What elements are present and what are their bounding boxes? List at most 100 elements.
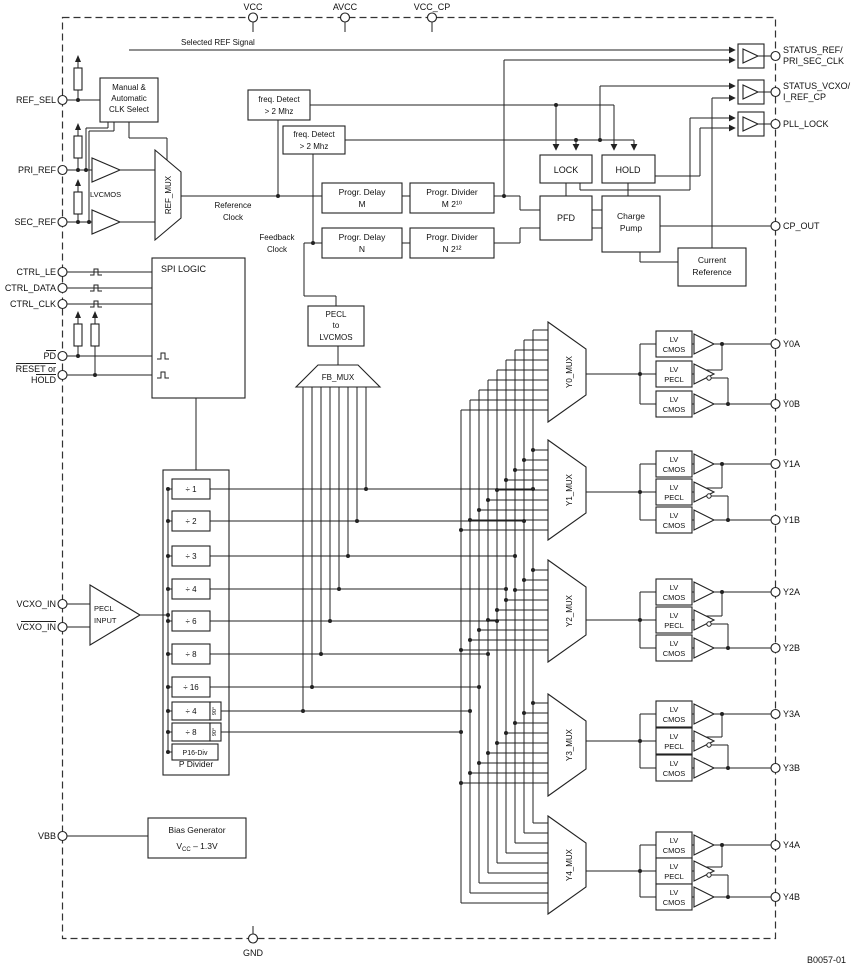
buffer-label: LV [670, 583, 679, 592]
lvcmos-input-buffer [91, 157, 122, 183]
pin-ctrl-clk: CTRL_CLK [10, 298, 68, 310]
junction-dot [166, 750, 170, 754]
junction-dot [726, 518, 730, 522]
buffer-triangle-icon [693, 834, 716, 856]
pin-label: CTRL_DATA [5, 283, 56, 293]
pin-vcxo-in: VCXO_IN [16, 621, 68, 633]
lock-box [539, 154, 593, 184]
pin-label: SEC_REF [14, 217, 56, 227]
ymux-label: Y0_MUX [565, 355, 574, 388]
pin-circle [770, 708, 781, 720]
up-arrow [75, 123, 81, 130]
junction-dot [638, 490, 642, 494]
pecl-to-lvcmos-line3: LVCMOS [319, 333, 352, 342]
junction-dot [513, 554, 517, 558]
buffer-label: LV [670, 395, 679, 404]
pin-label: Y2A [783, 587, 800, 597]
pin-label: Y2B [783, 643, 800, 653]
spi-logic-box [151, 257, 246, 399]
buffer-label: CMOS [663, 593, 686, 602]
buffer-triangle-icon [742, 116, 760, 132]
junction-dot [319, 652, 323, 656]
buffer-triangle-icon [693, 703, 716, 725]
pecl-input-line1: PECL [94, 604, 114, 613]
ref-mux: REF_MUX [154, 148, 182, 242]
junction-dot [720, 342, 724, 346]
pecl-input-shape [89, 584, 142, 646]
pin-label: GND [243, 948, 264, 958]
clk-select-line2: Automatic [111, 94, 147, 103]
pin-label: VCC [243, 2, 263, 12]
buffer-label: CMOS [663, 465, 686, 474]
lvcmos-label: LVCMOS [90, 190, 121, 199]
pin-vbb: VBB [38, 830, 68, 842]
divider-cell-label: ÷ 8 [185, 728, 197, 737]
junction-dot [87, 220, 91, 224]
junction-dot [93, 373, 97, 377]
feedback-clock-label-2: Clock [267, 245, 288, 254]
pin-label: Y4A [783, 840, 800, 850]
buffer-label: LV [670, 836, 679, 845]
pin-circle [770, 50, 781, 62]
delay-n-box [321, 227, 403, 259]
fb-mux-shape [294, 364, 382, 388]
pin-y3b: Y3B [770, 762, 800, 774]
pin-circle [57, 621, 68, 633]
pin-circle [770, 642, 781, 654]
pin-y0a: Y0A [770, 338, 800, 350]
pin-label: CP_OUT [783, 221, 820, 231]
buffer-label: CMOS [663, 846, 686, 855]
block-clk-select: Manual & Automatic CLK Select [99, 77, 159, 123]
resistor [73, 67, 83, 91]
pin-label: Y4B [783, 892, 800, 902]
ymux-label: Y1_MUX [565, 473, 574, 506]
junction-dot [574, 138, 578, 142]
junction-dot [720, 843, 724, 847]
pin-vcxo-in: VCXO_IN [16, 598, 68, 610]
buffer-label: LV [670, 483, 679, 492]
bias-v-sub: CC [182, 847, 191, 853]
pin-label: STATUS_VCXO/ [783, 81, 851, 91]
junction-dot [76, 220, 80, 224]
pin-ref-sel: REF_SEL [16, 94, 68, 106]
pin-circle [57, 282, 68, 294]
pin-label: AVCC [333, 2, 358, 12]
junction-dot [638, 618, 642, 622]
freq-detect-1-line1: freq. Detect [258, 95, 300, 104]
inverter-bubble [706, 742, 712, 748]
block-pfd: PFD [539, 195, 593, 241]
pin-circle [770, 586, 781, 598]
divider-cell-label: ÷ 4 [185, 585, 197, 594]
junction-dot [166, 554, 170, 558]
pin-label: VCXO_IN [16, 599, 56, 609]
block-charge-pump: Charge Pump [601, 195, 661, 253]
junction-dot [76, 354, 80, 358]
buffer-label: LV [670, 611, 679, 620]
pin-circle [57, 216, 68, 228]
junction-dot [166, 652, 170, 656]
pin-y1a: Y1A [770, 458, 800, 470]
pin-sec-ref: SEC_REF [14, 216, 68, 228]
pin-label: Y1B [783, 515, 800, 525]
pin-status-ref-pri-sec-clk: STATUS_REF/PRI_SEC_CLK [770, 45, 844, 66]
up-arrow [75, 179, 81, 186]
buffer-label: LV [670, 759, 679, 768]
junction-dot [364, 487, 368, 491]
buffer-label: CMOS [663, 898, 686, 907]
buffer-label: CMOS [663, 769, 686, 778]
buffer-box [655, 727, 693, 755]
freq-detect-1-box [247, 89, 311, 121]
bias-generator-value: VCC – 1.3V [176, 841, 218, 853]
pin-ctrl-le: CTRL_LE [16, 266, 68, 278]
pin-status-vcxo-i-ref-cp: STATUS_VCXO/I_REF_CP [770, 81, 851, 102]
junction-dot [638, 739, 642, 743]
pin-circle [770, 839, 781, 851]
phase-tag: 90° [212, 728, 218, 736]
pin-circle [57, 350, 68, 362]
pin-circle [57, 598, 68, 610]
pin-circle [57, 369, 68, 381]
delay-n-line2: N [359, 244, 365, 254]
